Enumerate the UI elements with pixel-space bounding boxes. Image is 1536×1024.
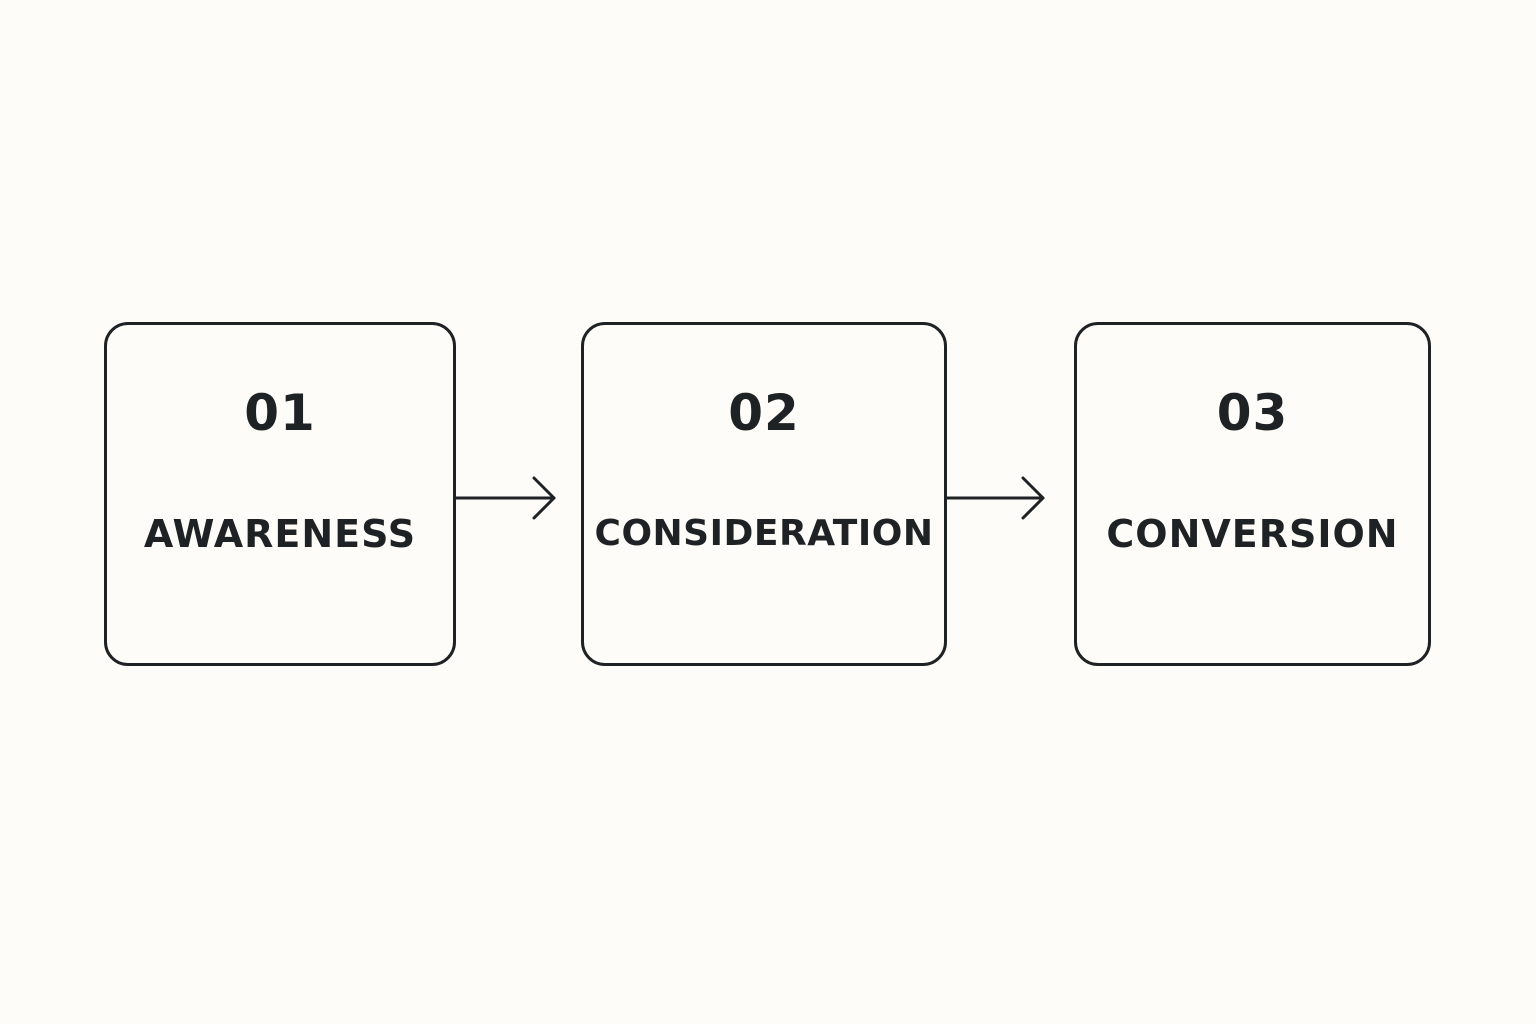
step-number: 02 (728, 384, 800, 442)
step-label: CONSIDERATION (594, 513, 934, 554)
step-label: CONVERSION (1106, 512, 1399, 556)
step-number: 01 (244, 384, 316, 442)
step-label: AWARENESS (143, 512, 417, 556)
arrow-right-icon (945, 476, 1045, 520)
step-box-consideration: 02 CONSIDERATION (581, 322, 947, 666)
step-box-awareness: 01 AWARENESS (104, 322, 456, 666)
step-box-conversion: 03 CONVERSION (1074, 322, 1431, 666)
step-number: 03 (1216, 384, 1289, 442)
arrow-right-icon (454, 476, 556, 520)
